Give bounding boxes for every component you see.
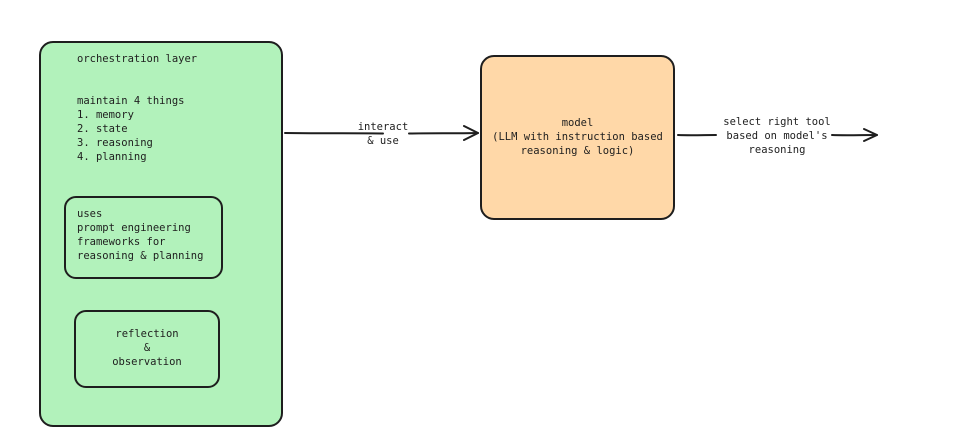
select-arrow-head bbox=[863, 128, 878, 142]
uses-frameworks-text: uses prompt engineering frameworks for r… bbox=[77, 208, 204, 262]
reflection-observation-box[interactable] bbox=[74, 310, 220, 388]
maintain-item-reasoning: 3. reasoning bbox=[77, 137, 153, 149]
maintain-item-state: 2. state bbox=[77, 123, 128, 135]
interact-arrow-head bbox=[463, 125, 479, 141]
model-box[interactable] bbox=[480, 55, 675, 220]
model-text: model (LLM with instruction based reason… bbox=[492, 117, 663, 157]
orchestration-layer-title: orchestration layer bbox=[77, 53, 198, 65]
orchestration-subtitle: maintain 4 things bbox=[77, 95, 185, 107]
uses-frameworks-box[interactable] bbox=[64, 196, 223, 279]
maintain-item-memory: 1. memory bbox=[77, 109, 134, 121]
select-tool-label: select right tool based on model's reaso… bbox=[723, 116, 831, 156]
maintain-item-planning: 4. planning bbox=[77, 151, 147, 163]
reflection-observation-text: reflection & observation bbox=[112, 328, 182, 368]
interact-use-label: interact & use bbox=[357, 121, 409, 147]
